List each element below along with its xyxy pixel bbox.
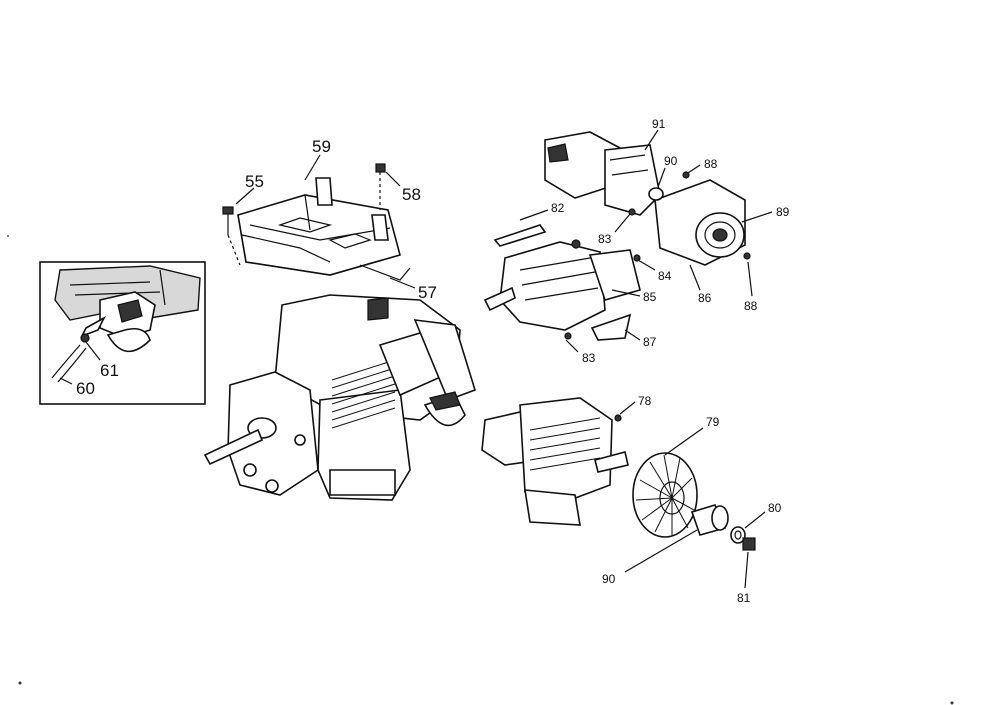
label-60: 60 <box>76 379 95 398</box>
label-79: 79 <box>706 415 720 429</box>
part-90-hub <box>690 504 729 536</box>
part-81-nut <box>742 537 756 551</box>
upper-right-assembly <box>483 131 661 341</box>
main-engine-block <box>203 294 476 501</box>
label-61: 61 <box>100 361 119 380</box>
label-57: 57 <box>418 283 437 302</box>
blower-housing-89 <box>648 171 751 266</box>
part-58-nut <box>375 163 386 210</box>
label-55: 55 <box>245 172 264 191</box>
label-81: 81 <box>737 591 751 605</box>
label-83-upper: 83 <box>598 232 612 246</box>
part-55-bolt <box>222 206 241 266</box>
lower-right-engine <box>481 397 629 526</box>
label-91: 91 <box>652 117 666 131</box>
label-58: 58 <box>402 185 421 204</box>
mounting-bracket <box>237 177 411 281</box>
part-79-flywheel <box>632 452 698 538</box>
label-82: 82 <box>551 201 565 215</box>
part-90-bushing-upper <box>648 187 664 201</box>
label-88-upper: 88 <box>704 157 718 171</box>
part-60-hose <box>51 344 87 383</box>
label-84: 84 <box>658 269 672 283</box>
label-88-lower: 88 <box>744 299 758 313</box>
part-82-shield <box>493 224 547 247</box>
label-86: 86 <box>698 291 712 305</box>
label-90-lower: 90 <box>602 572 616 586</box>
part-80-washer <box>730 526 746 544</box>
part-61-shape <box>80 333 90 343</box>
label-87: 87 <box>643 335 657 349</box>
label-85: 85 <box>643 290 657 304</box>
label-59: 59 <box>312 137 331 156</box>
label-89: 89 <box>776 205 790 219</box>
label-83-lower: 83 <box>582 351 596 365</box>
label-80: 80 <box>768 501 782 515</box>
label-78: 78 <box>638 394 652 408</box>
inset-detail <box>39 261 206 405</box>
label-90-upper: 90 <box>664 154 678 168</box>
